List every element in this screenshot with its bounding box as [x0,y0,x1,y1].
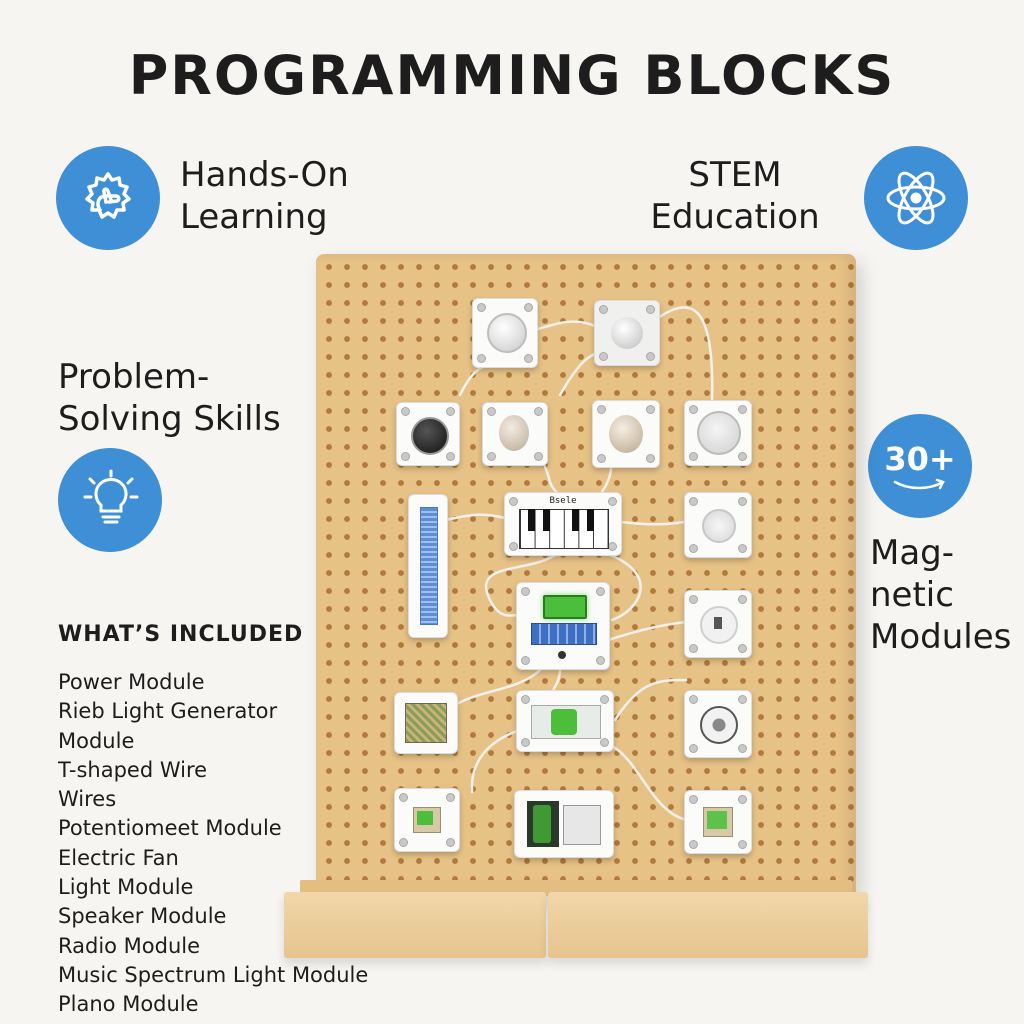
modules-count: 30+ [884,440,956,478]
feature-hands-on: Hands-On Learning [180,154,349,238]
tray-right [548,892,868,958]
list-item: Radio Module [58,933,201,958]
light-module[interactable] [482,402,548,466]
speaker-module[interactable] [592,400,660,468]
list-item: Rieb Light Generator [58,699,278,724]
power-module[interactable] [516,582,610,670]
feature-hands-on-line2: Learning [180,197,328,237]
feature-stem: STEM Education [650,154,820,238]
sensor-module[interactable] [594,300,660,366]
modules-count-badge: 30+ [868,414,972,518]
buzzer-module[interactable] [684,400,752,466]
feature-problem-solving: Problem- Solving Skills [58,356,281,440]
feature-hands-on-line1: Hands-On [180,155,349,195]
list-item: Module [58,728,135,753]
list-item: Electric Fan [58,845,179,870]
green-chip-module[interactable] [394,788,460,852]
lightbulb-icon [58,448,162,552]
list-item: T-shaped Wire [58,757,208,782]
fan-module[interactable] [516,690,614,752]
atom-icon [864,146,968,250]
list-item: Potentiomeet Module [58,816,282,841]
feature-problem-line2: Solving Skills [58,399,281,439]
piano-label: Bsele [549,496,577,506]
radio-module[interactable] [684,590,752,658]
switch-module[interactable] [684,492,752,558]
feature-magnetic-line2: netic [870,575,954,615]
list-item: Music Spectrum Light Module [58,962,369,987]
included-heading: WHAT’S INCLUDED [58,622,304,647]
motor-module[interactable] [514,790,614,858]
page-title: PROGRAMMING BLOCKS [128,44,896,107]
feature-magnetic-line1: Mag- [870,533,955,573]
slider-module[interactable] [408,494,448,638]
circuit-module[interactable] [394,692,458,754]
list-item: Speaker Module [58,904,227,929]
feature-magnetic: Mag- netic Modules [870,532,1011,658]
list-item: Wires [58,787,117,812]
list-item: Power Module [58,670,205,694]
gear-hand-icon [56,146,160,250]
push-button-module[interactable] [396,402,460,466]
feature-stem-line1: STEM [688,155,782,195]
dial-module[interactable] [684,690,752,758]
list-item: Light Module [58,875,194,900]
included-list: Power Module Rieb Light Generator Module… [58,668,368,1020]
sensor-chip-module[interactable] [684,790,752,854]
arrow-swoosh-icon [893,478,945,490]
feature-stem-line2: Education [650,197,820,237]
piano-module[interactable]: Bsele [504,492,622,556]
list-item: Plano Module [58,992,199,1017]
feature-magnetic-line3: Modules [870,617,1012,657]
button-module[interactable] [472,298,538,368]
tray-left [284,892,546,958]
feature-problem-line1: Problem- [58,357,210,397]
